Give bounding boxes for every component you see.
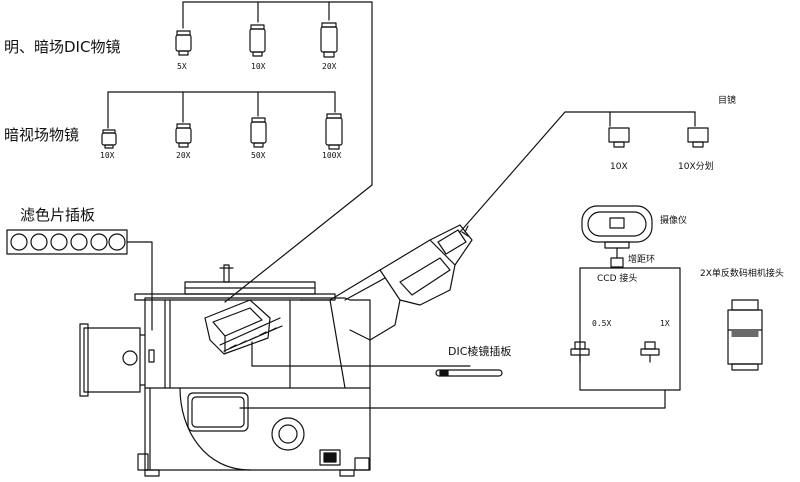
objective-dic-5x-icon	[175, 30, 192, 56]
darkfield-objective-group-label: 暗视场物镜	[4, 126, 80, 144]
filter-slider-icon	[6, 229, 153, 331]
eyepiece-10x-reticle-label: 10X分划	[678, 162, 714, 172]
objective-dark-100x-label: 100X	[322, 151, 342, 160]
objective-dark-20x-icon	[175, 123, 192, 148]
dic-prism-slider-icon	[251, 341, 503, 377]
objective-dark-20x-label: 20X	[176, 151, 191, 160]
objective-dic-20x-label: 20X	[322, 62, 337, 71]
ccd-0.5x-icon	[570, 341, 590, 363]
slr-adapter-label: 2X单反数码相机接头	[700, 269, 784, 279]
camera-icon	[581, 205, 653, 259]
dic-objective-connector	[182, 1, 373, 303]
objective-dic-20x-icon	[320, 22, 338, 58]
objective-dark-50x-icon	[250, 117, 267, 148]
slr-adapter-icon	[727, 299, 763, 371]
objective-dark-10x-label: 10X	[100, 151, 115, 160]
eyepiece-10x-reticle-icon	[687, 127, 709, 148]
eyepiece-label: 目镜	[718, 96, 737, 106]
spacer-ring-label: 增距环	[628, 255, 656, 265]
spacer-ring-icon	[610, 257, 624, 268]
ccd-0.5x-label: 0.5X	[592, 319, 612, 328]
dic-objective-group-label: 明、暗场DIC物镜	[4, 38, 121, 56]
objective-dic-10x-icon	[249, 24, 266, 57]
objective-dark-100x-icon	[325, 113, 343, 150]
microscope-body	[79, 224, 473, 477]
objective-dic-5x-label: 5X	[177, 62, 187, 71]
ccd-adapter-label: CCD 接头	[597, 274, 638, 284]
objective-dark-50x-label: 50X	[251, 151, 266, 160]
ccd-1x-label: 1X	[660, 319, 670, 328]
eyepiece-connector	[459, 111, 696, 233]
ccd-1x-icon	[640, 341, 660, 363]
ccd-adapter-group	[239, 267, 681, 409]
dic-prism-slider-label: DIC棱镜插板	[448, 345, 512, 358]
eyepiece-10x-icon	[608, 127, 630, 148]
darkfield-objective-connector	[107, 91, 336, 129]
eyepiece-10x-label: 10X	[610, 162, 628, 172]
objective-dic-10x-label: 10X	[251, 62, 266, 71]
filter-slider-label: 滤色片插板	[20, 206, 96, 224]
camera-label: 摄像仪	[660, 216, 688, 226]
objective-dark-10x-icon	[101, 129, 117, 149]
